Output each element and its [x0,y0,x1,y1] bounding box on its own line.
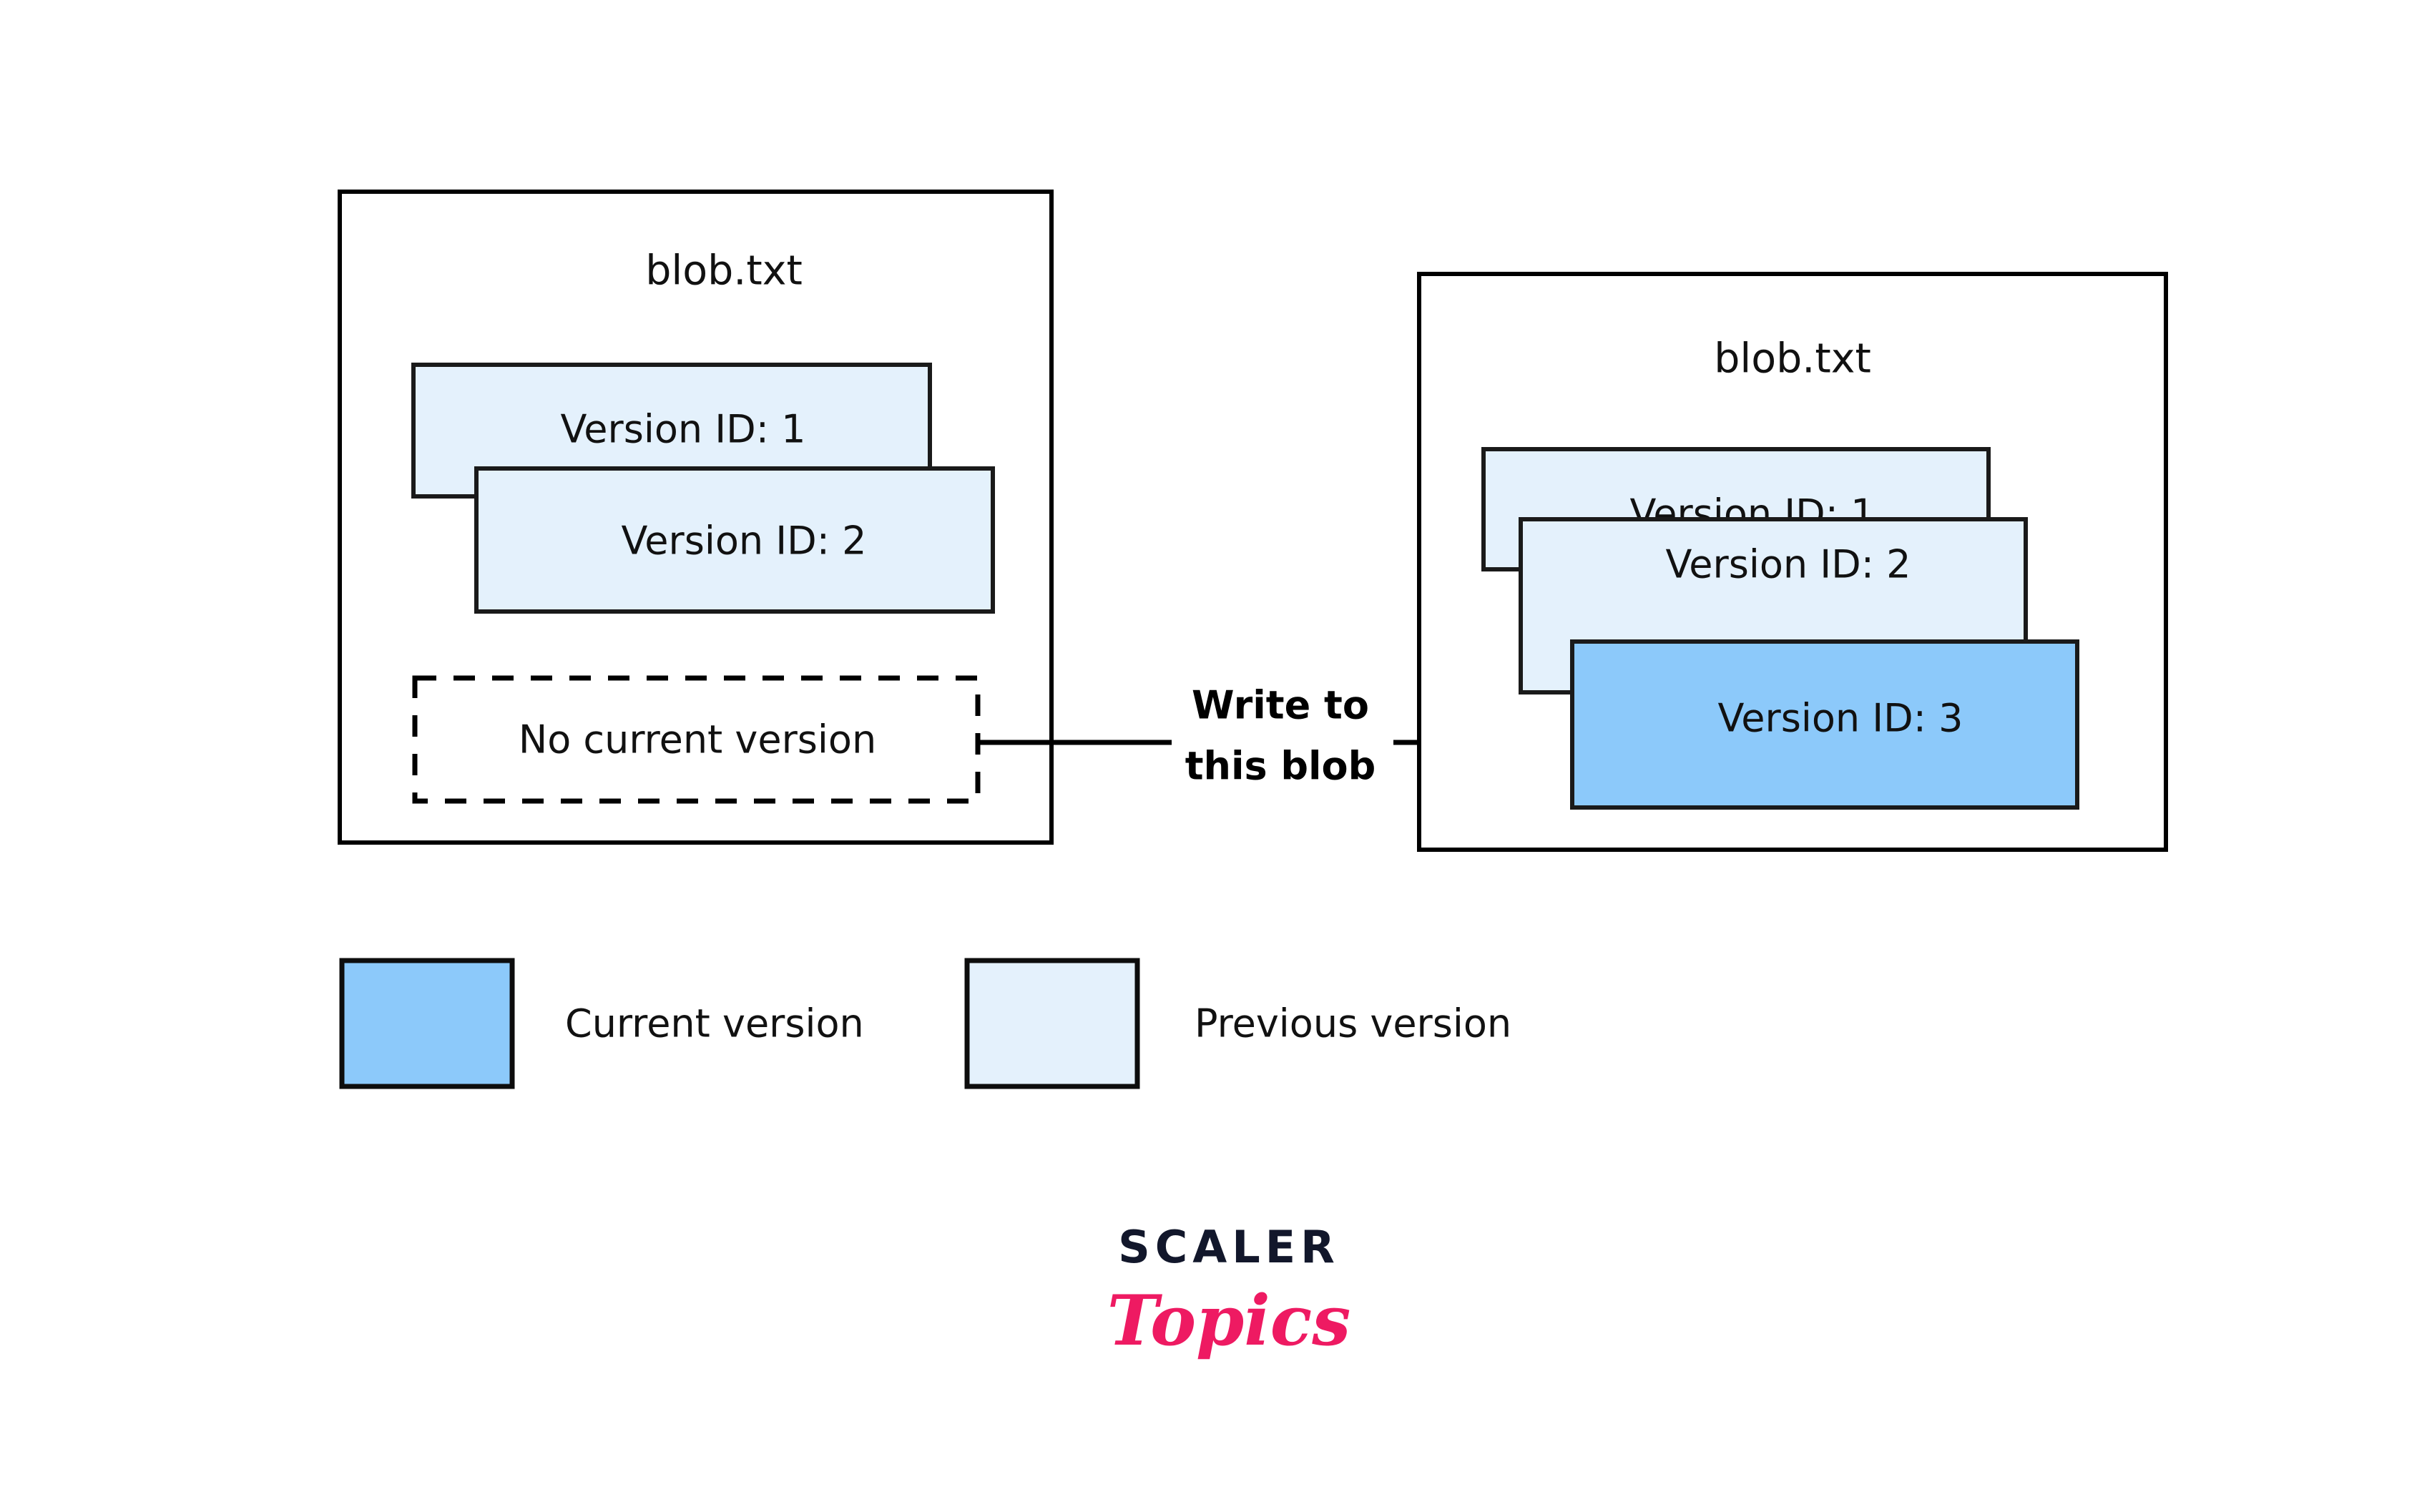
legend-swatch-previous-version [964,958,1140,1089]
left-version-card-2-box [474,466,995,614]
right-version-card-3-box [1570,639,2079,810]
scaler-topics-logo: SCALER Topics [1107,1221,1351,1361]
logo-scaler-wordmark: SCALER [1118,1221,1340,1273]
left-no-current-version-label: No current version [519,717,876,762]
legend-swatch-current-version [339,958,515,1089]
legend-item-previous-version: Previous version [964,958,1511,1089]
legend-label-current-version: Current version [565,1001,864,1046]
legend-item-current-version: Current version [339,958,864,1089]
right-version-card-3-label: Version ID: 3 [1718,696,1963,741]
left-version-card-1-label: Version ID: 1 [561,407,806,452]
write-label-line2: this blob [1185,744,1376,789]
left-blob-panel: blob.txt Version ID: 1 Version ID: 2 No … [338,190,1054,845]
right-panel-title: blob.txt [1714,335,1871,383]
left-version-card-2-label: Version ID: 2 [622,519,867,564]
right-blob-panel: blob.txt Version ID: 1 Version ID: 2 Ver… [1417,272,2168,852]
logo-topics-wordmark: Topics [1107,1280,1351,1361]
left-no-current-version-card: No current version [412,675,981,804]
legend: Current version Previous version [339,958,1511,1089]
left-panel-title: blob.txt [645,247,803,295]
left-no-current-version-box [412,675,981,804]
write-label-line1: Write to [1192,683,1369,728]
left-version-card-2[interactable]: Version ID: 2 [474,466,995,614]
legend-label-previous-version: Previous version [1195,1001,1511,1046]
right-version-card-2-label: Version ID: 2 [1666,542,1911,587]
right-version-card-3[interactable]: Version ID: 3 [1570,639,2079,810]
